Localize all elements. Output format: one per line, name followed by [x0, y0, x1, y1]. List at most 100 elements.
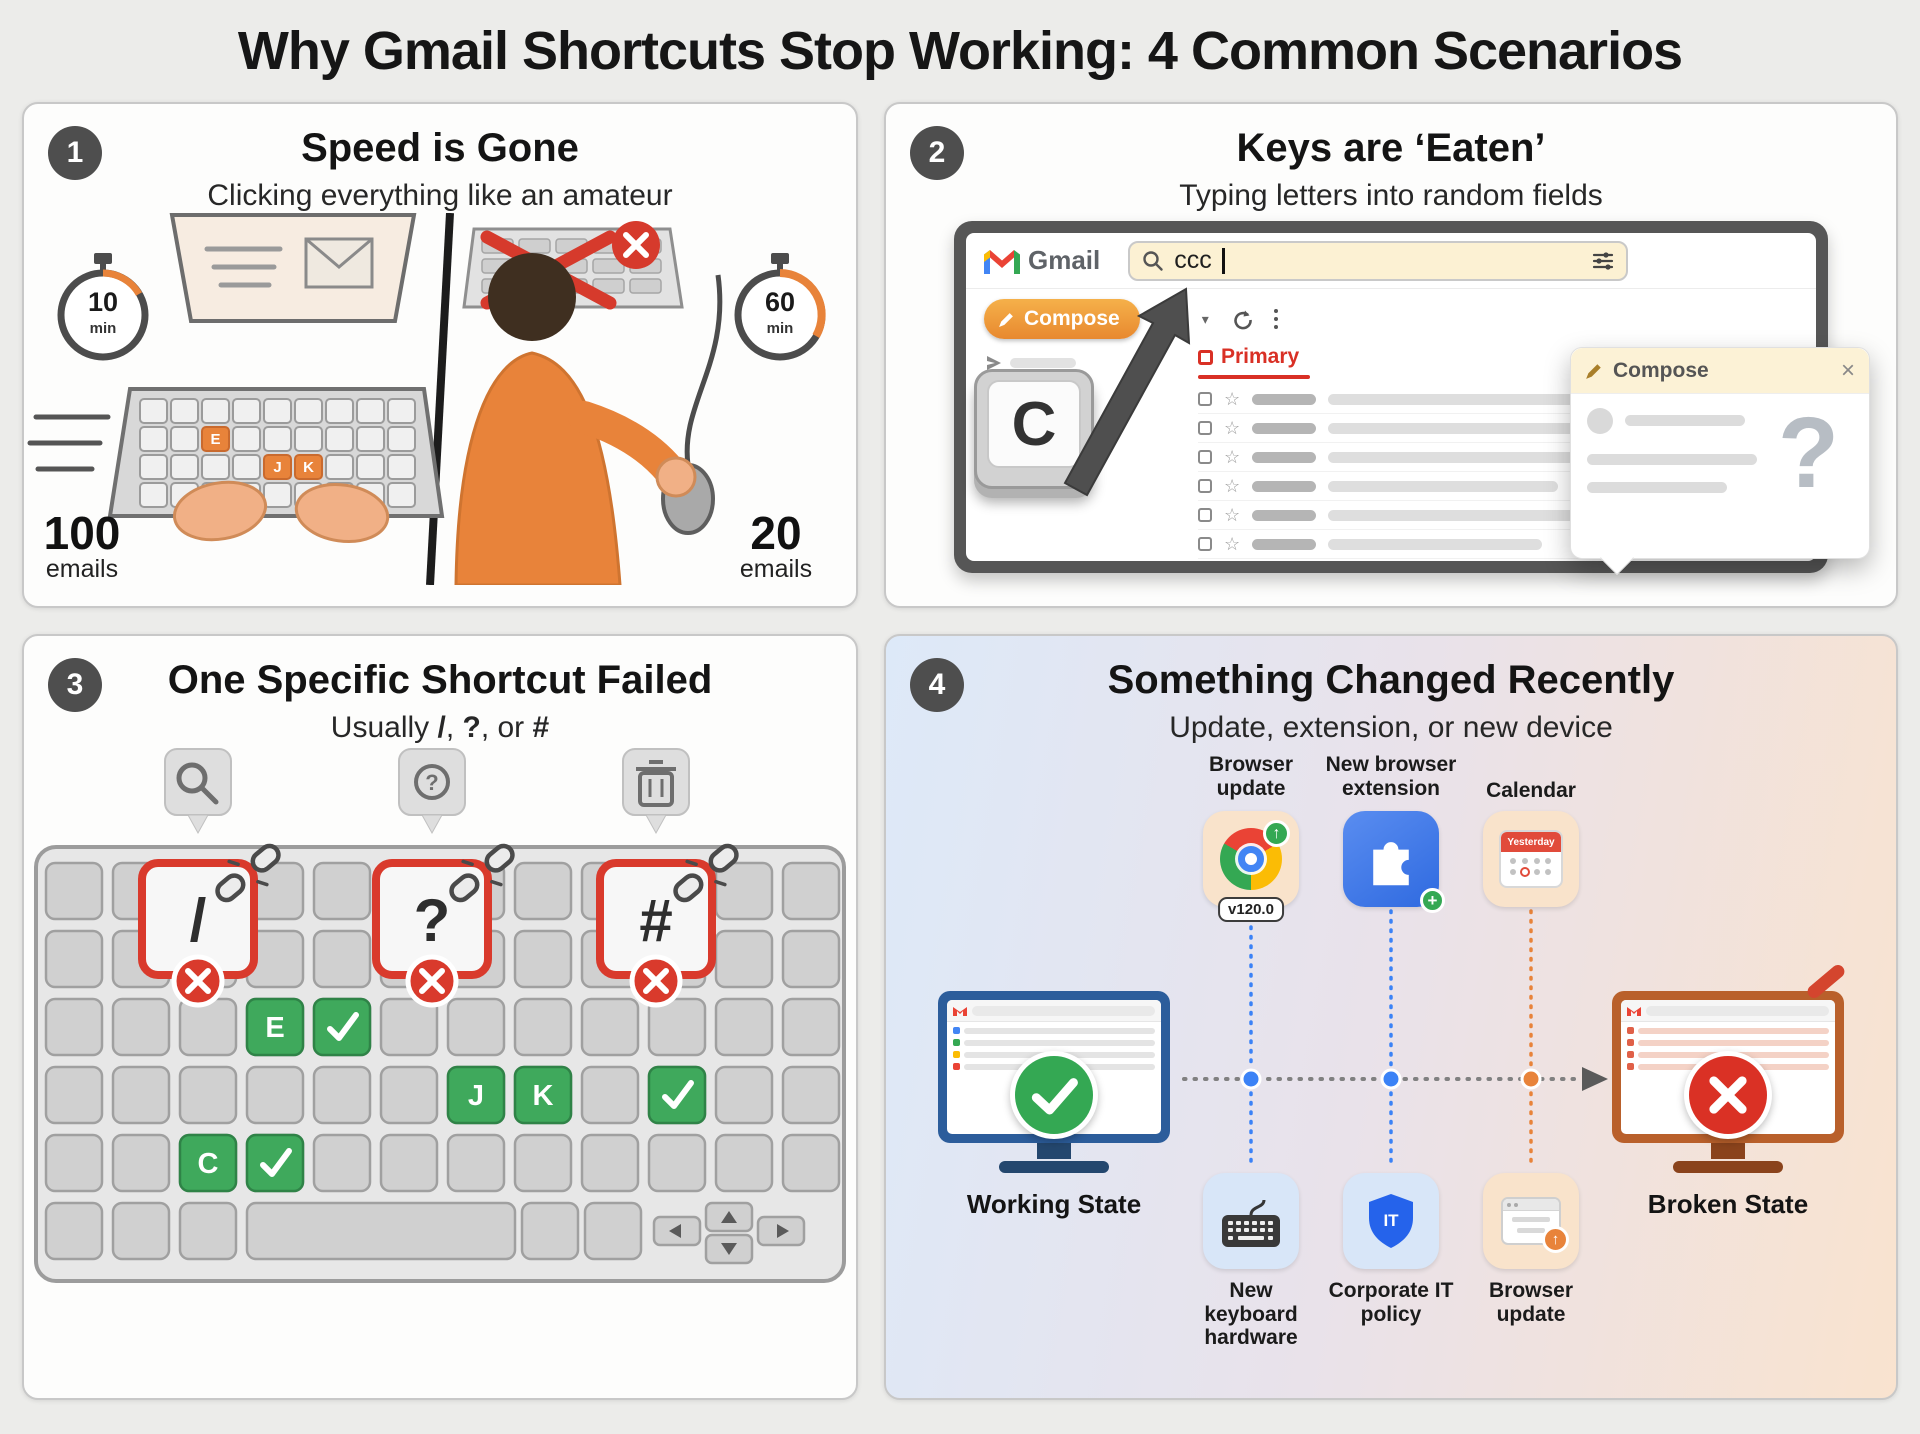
working-monitor: Working State — [938, 991, 1170, 1220]
mouse-cord — [684, 274, 723, 466]
svg-text:J: J — [468, 1080, 484, 1112]
fast-scene: 10 min E — [27, 213, 445, 583]
email-row: ☆ — [1198, 414, 1802, 443]
cause-label-it-policy: Corporate IT policy — [1328, 1279, 1454, 1326]
working-key-e: E — [245, 997, 305, 1057]
broken-monitor-bezel — [1612, 962, 1848, 1143]
svg-text:C: C — [198, 1148, 219, 1180]
check-icon — [662, 1080, 694, 1109]
fast-timer-value: 10 — [88, 287, 118, 317]
stopwatch-10min-icon: 10 min — [57, 253, 149, 361]
star-icon: ☆ — [1224, 534, 1241, 554]
error-badge-icon — [629, 954, 683, 1008]
timeline-arrow-icon — [1582, 1067, 1608, 1091]
working-check-badge — [1010, 1051, 1098, 1139]
mini-gmail-logo-icon — [953, 1006, 967, 1016]
panel3-title: One Specific Shortcut Failed — [167, 658, 713, 702]
broken-key-question: ? — [372, 843, 515, 1008]
working-monitor-bezel — [938, 991, 1170, 1143]
mini-gmail-logo-icon — [1627, 1006, 1641, 1016]
working-state-label: Working State — [966, 1189, 1142, 1219]
add-extension-icon: + — [1420, 888, 1445, 913]
working-key-k: K — [513, 1065, 573, 1125]
broken-key-slash: / — [138, 843, 281, 1008]
working-check-key — [647, 1065, 707, 1125]
timeline-node — [1380, 1068, 1402, 1090]
arrow-keys-cluster — [652, 1201, 806, 1265]
calendar-header-text: Yesterday — [1501, 832, 1561, 852]
error-badge-icon — [612, 221, 660, 269]
star-icon: ☆ — [1224, 389, 1241, 409]
panel2-title: Keys are ‘Eaten’ — [1236, 126, 1546, 170]
extension-card: + — [1343, 811, 1445, 913]
working-check-key — [245, 1133, 305, 1193]
compose-popup-header: Compose × — [1571, 348, 1869, 394]
star-icon: ☆ — [1224, 447, 1241, 467]
shield-icon: IT — [1369, 1194, 1413, 1248]
cause-label-keyboard-hardware: New keyboard hardware — [1204, 1279, 1298, 1350]
shortcut-key-j: J — [263, 454, 292, 480]
search-input: ccc — [1128, 240, 1629, 281]
gmail-topbar: Gmail ccc — [966, 233, 1816, 289]
page-title: Why Gmail Shortcuts Stop Working: 4 Comm… — [237, 21, 1683, 81]
arrow-down-icon — [721, 1243, 737, 1255]
timeline-illustration: Browser update New browser extension Cal… — [886, 749, 1896, 1361]
star-icon: ☆ — [1224, 418, 1241, 438]
error-badge-icon — [171, 954, 225, 1008]
email-row: ☆ — [1198, 501, 1802, 530]
close-icon: × — [1840, 356, 1855, 384]
primary-tab-underline — [1198, 375, 1310, 379]
person-head — [488, 253, 576, 341]
check-icon — [1031, 1078, 1078, 1115]
x-icon — [1709, 1076, 1747, 1114]
arrow-left-icon — [669, 1224, 681, 1238]
speed-comparison-illustration: 10 min E — [27, 212, 826, 587]
search-tooltip — [164, 748, 232, 835]
select-dropdown-caret-icon: ▾ — [1201, 310, 1209, 327]
shortcut-key-k: K — [294, 454, 323, 480]
svg-text:K: K — [303, 459, 314, 476]
broken-chain-icon — [215, 843, 281, 903]
email-speed-lines-icon — [204, 246, 283, 288]
fast-timer-unit: min — [90, 320, 117, 337]
placeholder-bar — [1587, 454, 1757, 465]
browser-window-icon: ↑ — [1501, 1197, 1569, 1253]
svg-text:#: # — [639, 887, 672, 954]
stopwatch-60min-icon: 60 min — [734, 253, 826, 361]
email-row: ☆ — [1198, 385, 1802, 414]
pencil-icon — [1586, 363, 1601, 379]
shortcut-key-e: E — [201, 426, 230, 452]
svg-text:J: J — [273, 459, 281, 476]
broken-chain-icon — [449, 843, 515, 903]
working-check-key — [312, 997, 372, 1057]
hand-on-mouse — [655, 456, 697, 498]
browser-update-card-2: ↑ — [1483, 1173, 1579, 1269]
keyboard-hardware-card — [1203, 1173, 1299, 1269]
svg-text:?: ? — [414, 887, 451, 954]
panel-one-shortcut-failed: 3 One Specific Shortcut Failed Usually /… — [22, 634, 858, 1400]
star-icon: ☆ — [1224, 505, 1241, 525]
panel3-header: One Specific Shortcut Failed Usually /, … — [24, 636, 856, 745]
panel3-subtitle: Usually /, ?, or # — [330, 711, 550, 744]
panel-number-badge-3: 3 — [48, 658, 102, 712]
placeholder-bar — [1625, 415, 1745, 426]
slow-scene: 60 min 20 emails — [454, 221, 826, 587]
arrow-right-icon — [777, 1224, 789, 1238]
slow-timer-unit: min — [767, 320, 794, 337]
timeline-node — [1520, 1068, 1542, 1090]
shield-it-text: IT — [1383, 1211, 1399, 1230]
pencil-icon — [999, 312, 1013, 327]
panel-keys-are-eaten: 2 Keys are ‘Eaten’ Typing letters into r… — [884, 102, 1898, 608]
cause-label-extension: New browser extension — [1325, 753, 1457, 800]
cause-label-browser-update-2: Browser update — [1488, 1279, 1574, 1326]
email-list: ☆ ☆ ☆ ☆ ☆ ☆ — [1198, 385, 1802, 559]
calendar-icon: Yesterday — [1499, 830, 1563, 888]
timeline-node — [1240, 1068, 1262, 1090]
more-options-icon — [1273, 309, 1278, 329]
slow-timer-value: 60 — [765, 287, 795, 317]
compose-popup: Compose × ? — [1570, 347, 1870, 575]
panel-number-badge-1: 1 — [48, 126, 102, 180]
compose-button: Compose — [984, 299, 1140, 339]
chrome-icon: ↑ — [1220, 820, 1290, 890]
panel4-title: Something Changed Recently — [1107, 658, 1675, 702]
